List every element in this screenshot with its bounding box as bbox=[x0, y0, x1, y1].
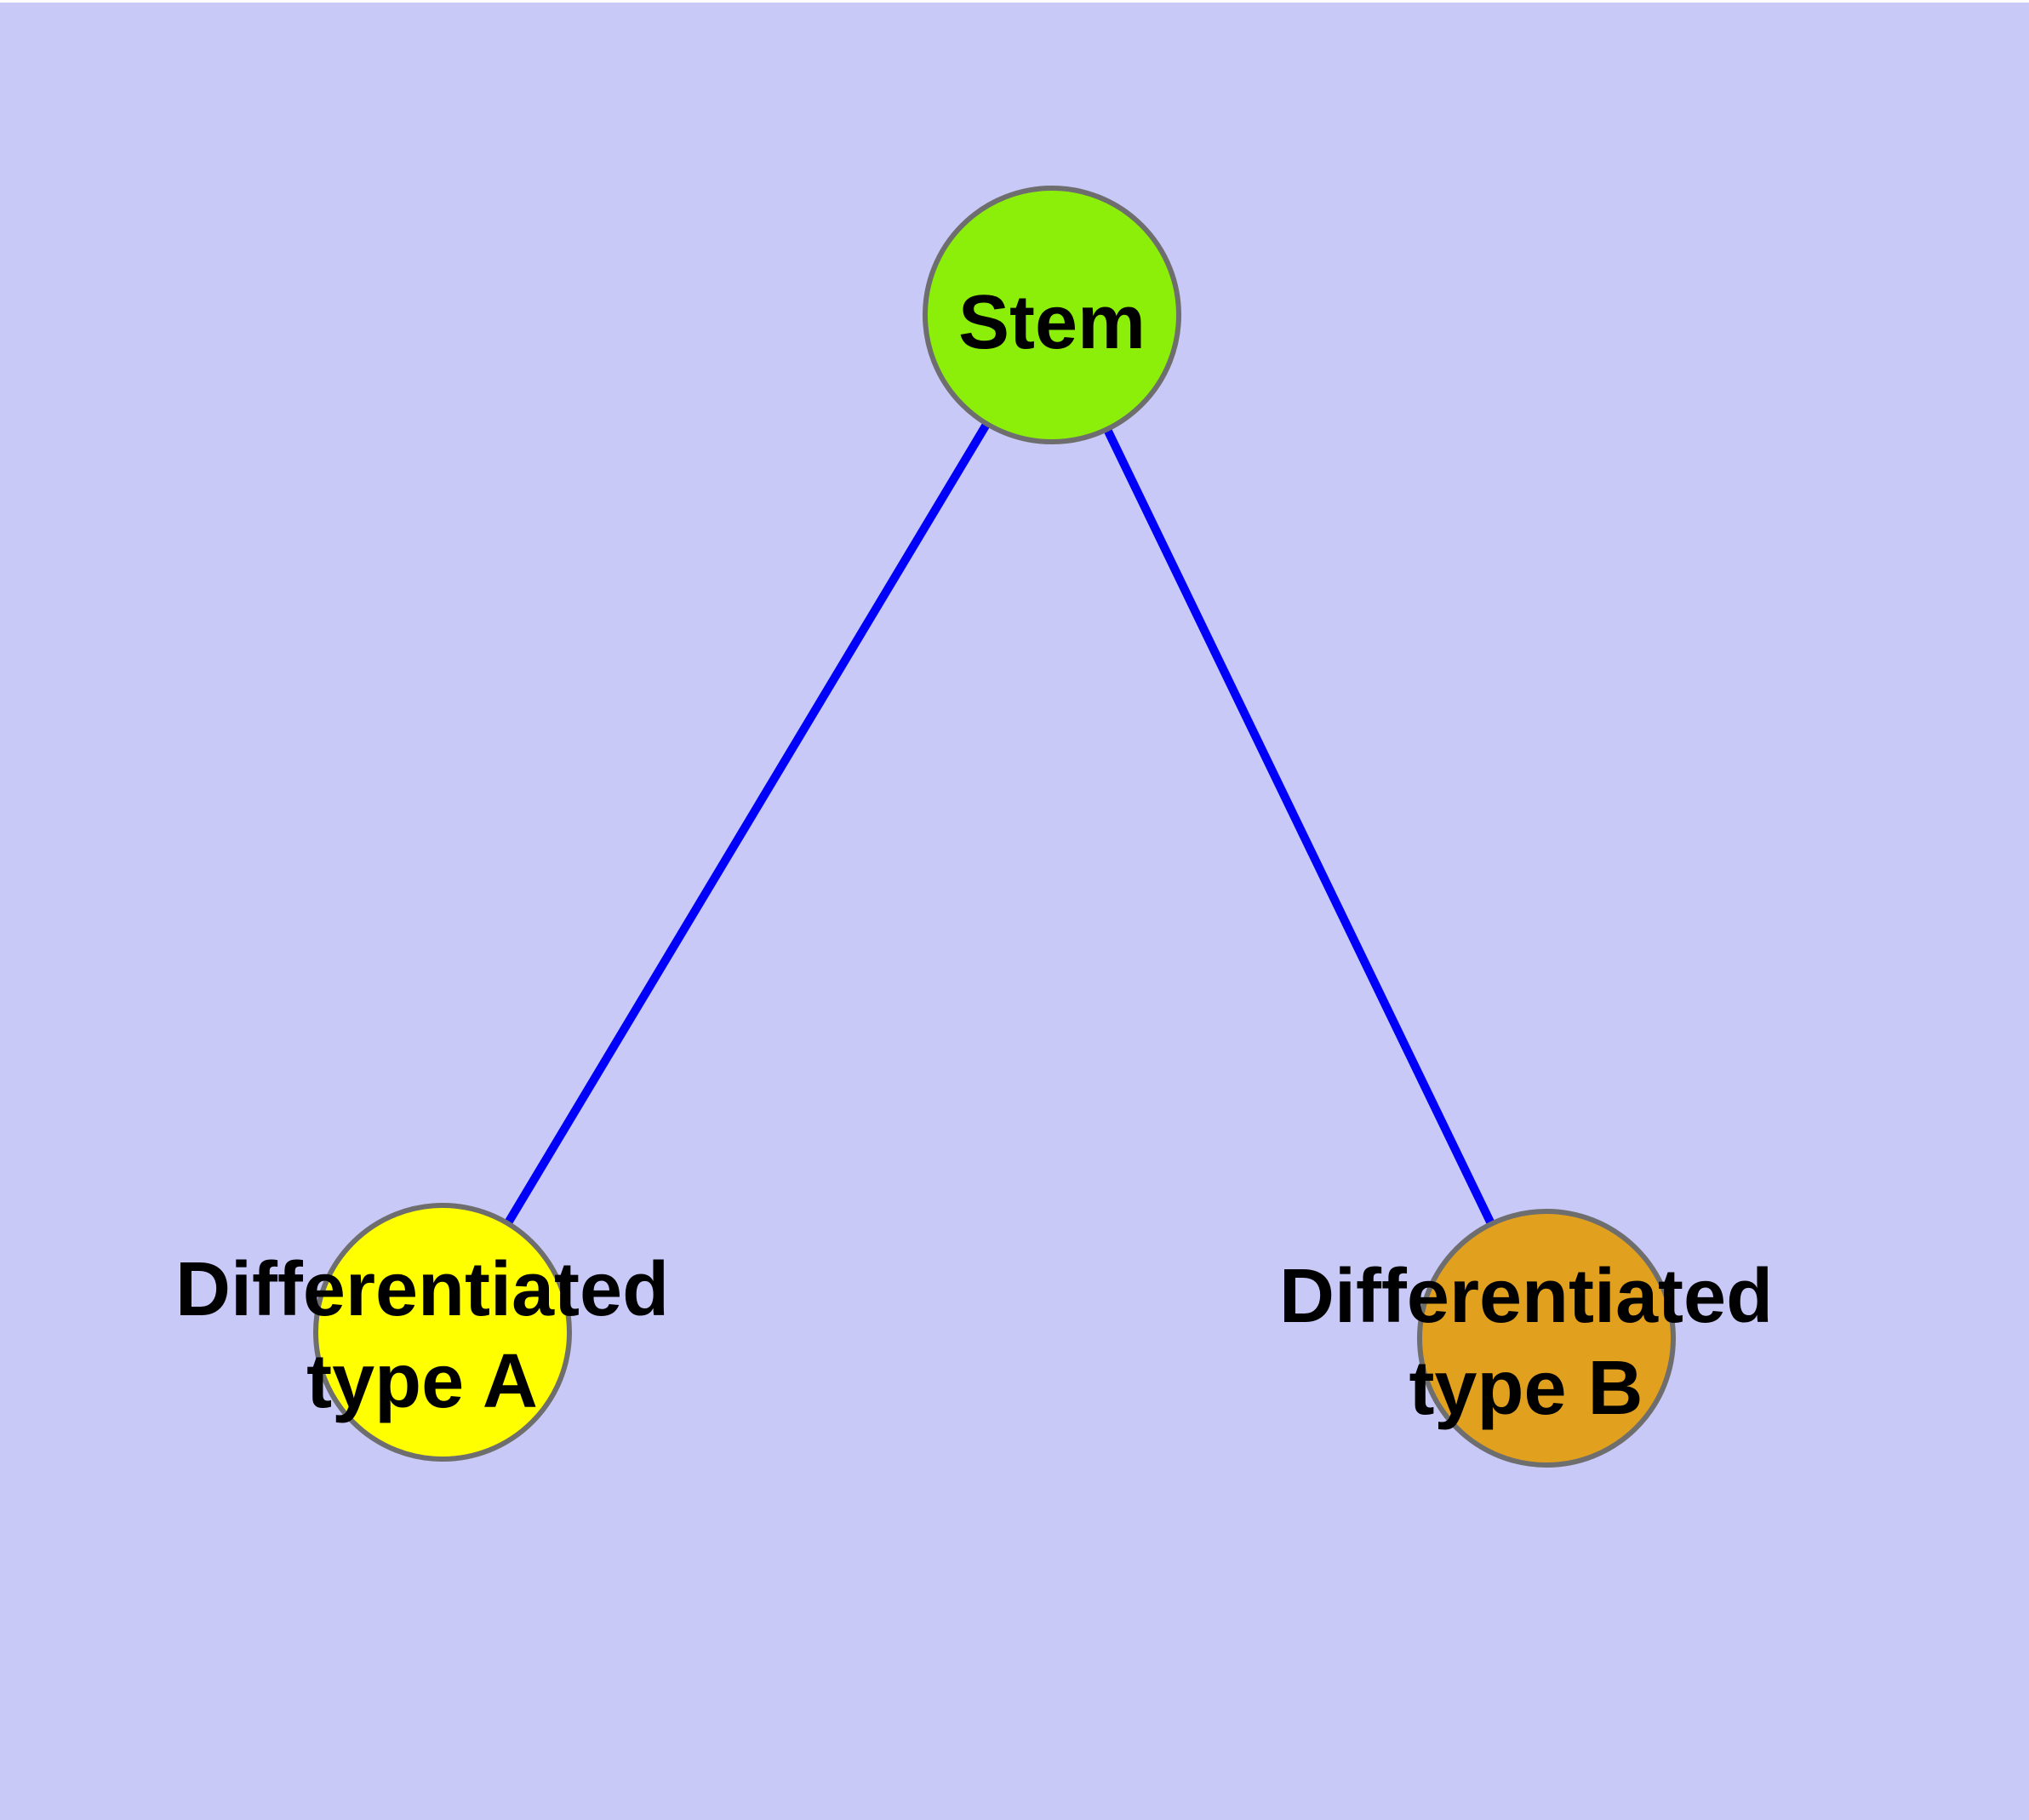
node-label-differentiated-type-a: Differentiated type A bbox=[175, 1244, 669, 1428]
node-label-text: Differentiated bbox=[1278, 1254, 1774, 1339]
node-differentiated-type-b bbox=[1417, 1209, 1676, 1468]
edge-stem-to-type-a bbox=[438, 312, 1056, 1335]
node-differentiated-type-a bbox=[313, 1203, 572, 1462]
top-margin-strip bbox=[0, 0, 2029, 3]
node-label-stem: Stem bbox=[958, 277, 1146, 369]
node-label-text: type B bbox=[1409, 1346, 1643, 1431]
node-label-text: Differentiated bbox=[174, 1247, 670, 1332]
node-stem bbox=[923, 186, 1181, 444]
node-label-text: type A bbox=[306, 1339, 538, 1424]
node-label-text: Stem bbox=[957, 280, 1146, 365]
node-label-differentiated-type-b: Differentiated type B bbox=[1279, 1251, 1773, 1434]
edge-stem-to-type-b bbox=[1048, 312, 1551, 1341]
